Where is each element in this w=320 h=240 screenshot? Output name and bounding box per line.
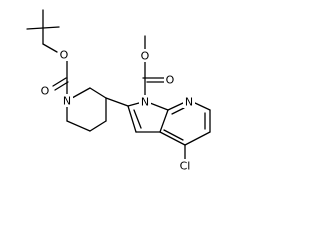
atom-labels: O O N O O N N Cl [39, 48, 195, 173]
bond-c7a-c3a [159, 109, 169, 133]
bond-c5-c6 [66, 120, 91, 132]
atom-o-boc-ether: O [60, 49, 69, 62]
bond-tbu-c2 [26, 27, 44, 30]
bond-c2-c3 [89, 87, 107, 99]
bond-tbu-c3 [42, 26, 60, 29]
bond-n1-c7a [149, 102, 169, 111]
bond-c3-pyrrole-c2 [105, 97, 129, 107]
bond-n7-c6 [194, 102, 211, 111]
bond-tbu-o [42, 43, 58, 53]
bond-carbonyl-o-double-b [54, 81, 69, 91]
bond-c4-c5 [89, 120, 107, 132]
chemical-structure: O O N O O N N Cl [26, 9, 211, 173]
bond-c4-c3a [159, 131, 186, 146]
atom-n-pyridine: N [185, 96, 193, 109]
atom-n-piperidine: N [63, 95, 71, 108]
bond-c2-n1 [127, 102, 140, 107]
bond-c4-c3a-inner [163, 129, 184, 141]
atom-o-ester-methoxy: O [141, 50, 150, 63]
bonds [26, 9, 211, 161]
atom-cl: Cl [180, 160, 191, 173]
atom-o-boc-carbonyl: O [41, 85, 50, 98]
bond-n-c2 [71, 87, 91, 99]
bond-c7a-n7 [167, 102, 184, 111]
bond-carbonyl-o-double-a [52, 77, 67, 87]
bond-c3-c2 [127, 105, 137, 133]
bond-c5-c4 [184, 131, 211, 146]
atom-n-pyrrole: N [141, 96, 149, 109]
bond-c3-c2-inner [133, 109, 142, 129]
atom-o-ester-carbonyl: O [166, 74, 175, 87]
bond-c7a-n7-inner [171, 107, 185, 115]
